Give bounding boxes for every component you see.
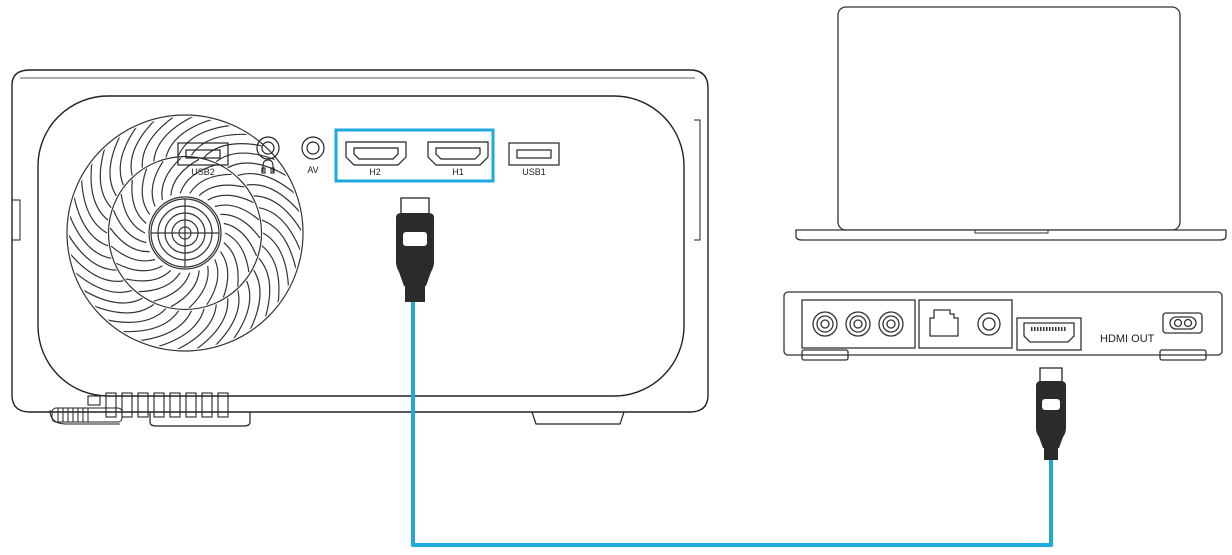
- fan-blade: [188, 265, 209, 309]
- fan-grille: [66, 114, 304, 352]
- fan-blade: [206, 259, 219, 306]
- fan-blade: [231, 280, 251, 342]
- fan-blade: [131, 179, 147, 224]
- fan-blade: [237, 172, 298, 196]
- audio-jack: [977, 312, 1001, 336]
- bottom-vents: [87, 392, 229, 418]
- fan-blade: [125, 269, 172, 282]
- fan-blade: [189, 173, 232, 194]
- ethernet-port-icon: [929, 309, 959, 337]
- h1-label: H1: [452, 167, 464, 177]
- fan-blade: [246, 184, 301, 215]
- fan-blade: [170, 270, 200, 308]
- headphone-icon: [261, 159, 275, 174]
- fan-blade: [214, 204, 260, 221]
- fan-blade: [120, 310, 180, 333]
- fan-blade: [110, 245, 156, 262]
- fan-blade: [109, 227, 150, 253]
- fan-blade: [69, 212, 112, 259]
- fan-blade: [174, 304, 217, 349]
- fan-blade: [137, 310, 192, 342]
- fan-blade: [170, 158, 200, 196]
- av-jack: [301, 136, 325, 160]
- usb1-port: [508, 142, 560, 166]
- projector-ports: USB2 AV H2 H1: [177, 128, 560, 183]
- av-label: AV: [307, 165, 318, 175]
- fan-blade: [165, 118, 215, 158]
- fan-blade: [155, 308, 205, 348]
- hdmi-out-port: [1016, 317, 1082, 351]
- fan-blade: [99, 145, 112, 209]
- fan-blade: [141, 117, 177, 168]
- fan-blade: [207, 194, 254, 204]
- fan-blade: [72, 194, 109, 247]
- fan-blade: [248, 269, 261, 333]
- fan-blade: [151, 160, 164, 207]
- projector: [11, 69, 709, 427]
- h2-label: H2: [369, 167, 381, 177]
- fan-blade: [72, 270, 133, 294]
- fan-blade: [153, 272, 191, 302]
- hdmi-cable: [411, 300, 1053, 547]
- fan-blade: [190, 133, 250, 156]
- h1-hdmi-port: [427, 141, 489, 166]
- fan-blade: [223, 242, 239, 287]
- fan-blade: [130, 118, 157, 176]
- usb2-label: USB2: [191, 167, 215, 177]
- rca-jacks-panel: [801, 299, 916, 349]
- fan-blade: [258, 207, 301, 254]
- fan-blade: [227, 162, 290, 178]
- fan-blade: [120, 193, 146, 234]
- fan-blade: [80, 288, 143, 304]
- fan-blade: [80, 176, 108, 234]
- fan-blade: [193, 298, 229, 349]
- fan-blade: [119, 124, 139, 186]
- fan-blade: [104, 308, 167, 323]
- rca-jacks: [812, 311, 904, 337]
- fan-blade: [69, 232, 117, 271]
- fan-blade: [109, 133, 122, 197]
- fan-blade: [153, 117, 196, 162]
- fan-blade: [91, 303, 155, 314]
- fan-blade: [141, 168, 151, 215]
- fan-blade: [138, 272, 181, 293]
- fan-blade: [213, 290, 240, 348]
- network-panel: [918, 299, 1013, 349]
- hdmi-highlight-box: [334, 128, 495, 183]
- hdmi-connector-projector: [396, 197, 434, 302]
- h2-hdmi-port: [345, 141, 407, 166]
- hdmi-connector-source: [1036, 367, 1066, 460]
- power-socket-icon: [1162, 312, 1203, 334]
- fan-blade: [262, 232, 290, 290]
- usb2-port: [177, 142, 229, 166]
- focus-wheel: [51, 407, 123, 423]
- fan-blade: [116, 262, 163, 272]
- fan-blade: [219, 251, 229, 298]
- fan-blade: [223, 222, 258, 257]
- source-box: [783, 291, 1223, 361]
- fan-blade: [179, 164, 217, 194]
- usb1-label: USB1: [522, 167, 546, 177]
- fan-blade: [90, 160, 109, 221]
- fan-blade: [178, 124, 233, 156]
- headphone-jack: [256, 136, 280, 160]
- fan-blade: [261, 219, 298, 272]
- fan-blade: [253, 195, 301, 234]
- hdmi-out-label: HDMI OUT: [1100, 333, 1155, 345]
- laptop: [795, 6, 1227, 241]
- fan-blade: [69, 251, 124, 282]
- fan-blade: [258, 257, 271, 321]
- fan-ring: [107, 155, 263, 311]
- fan-blade: [261, 245, 280, 306]
- fan-blade: [220, 213, 261, 239]
- fan-blade: [198, 184, 245, 197]
- fan-blade: [224, 232, 250, 273]
- fan-blade: [112, 209, 147, 244]
